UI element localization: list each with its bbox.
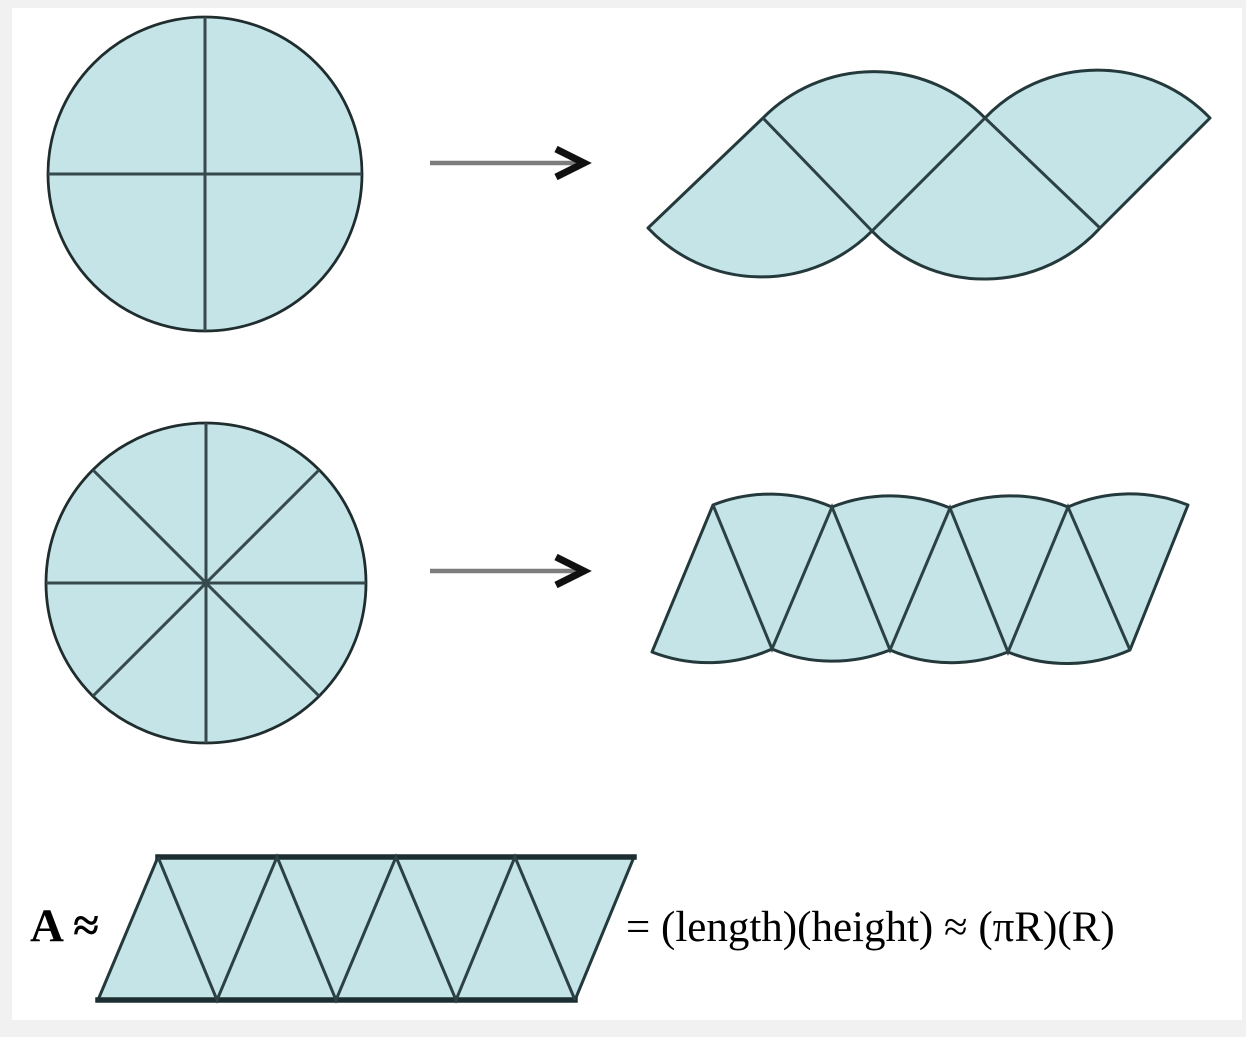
arrow-head [554, 553, 592, 589]
arrow-right-icon [430, 145, 592, 181]
row-four-sectors [46, 15, 1212, 333]
four-sectors-interior-edges [761, 116, 1102, 233]
arrow-right-icon [430, 553, 592, 589]
arrow-head [554, 145, 592, 181]
circle-8-dividers [46, 423, 366, 743]
eight-sectors-zigzag-edges [711, 503, 1132, 656]
parallelogram-zigzag-edges [156, 853, 577, 1004]
circle-4-dividers [48, 17, 362, 331]
row-area-formula: A ≈ = (length)(height) ≈ (πR)(R) [30, 853, 1115, 1004]
area-formula-label: = (length)(height) ≈ (πR)(R) [626, 904, 1115, 951]
area-symbol-label: A ≈ [30, 900, 99, 952]
row-eight-sectors [44, 421, 1190, 745]
